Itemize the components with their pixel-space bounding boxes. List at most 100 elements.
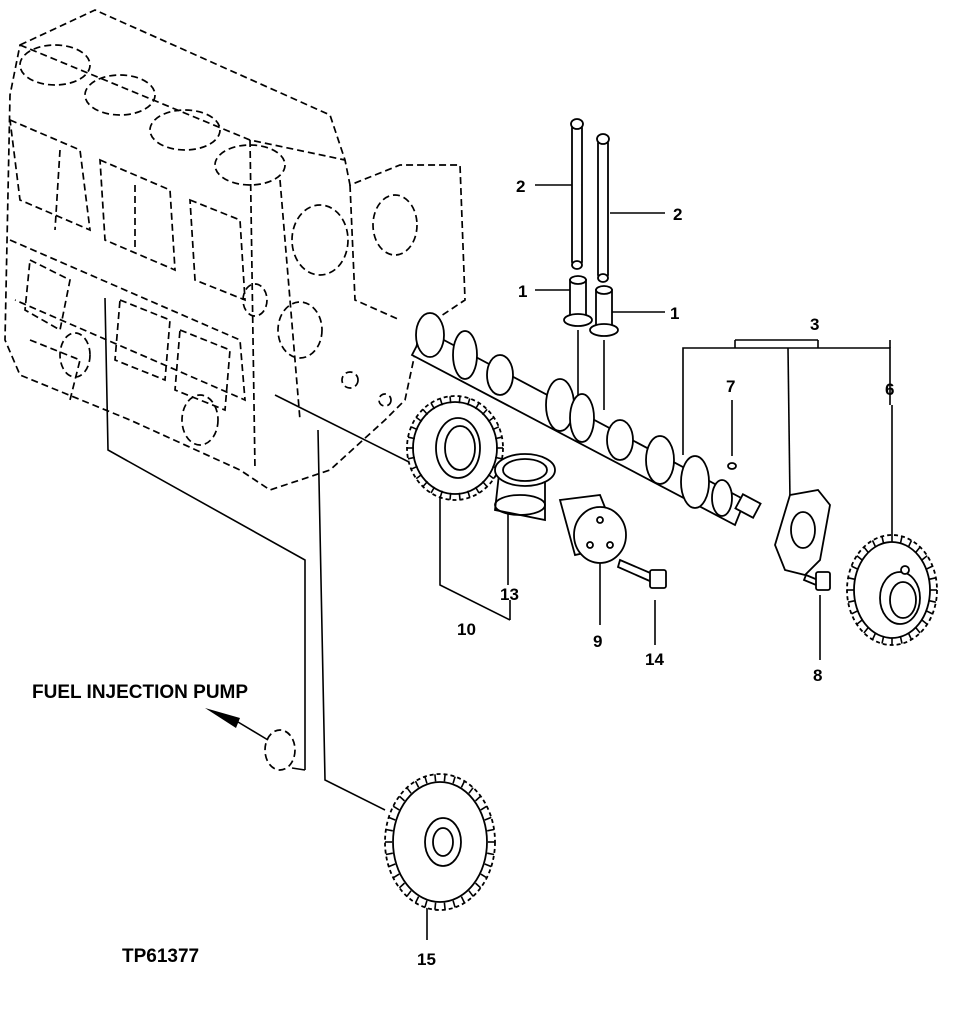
callout-14: 14: [645, 650, 664, 669]
gear-tooth: [474, 882, 482, 889]
gear-tooth: [484, 863, 492, 868]
callout-15: 15: [417, 950, 436, 969]
callout-2-right: 2: [673, 205, 682, 224]
idler-gear: [384, 773, 496, 911]
gear-tooth: [424, 900, 428, 908]
gear-tooth: [468, 890, 474, 897]
pointer-arrow-icon: [205, 708, 240, 728]
leader-lines: [104, 184, 893, 940]
gear-tooth: [915, 627, 921, 634]
gear-tooth: [452, 900, 456, 908]
cap-screw: [616, 558, 667, 589]
gear-tooth: [422, 408, 429, 416]
cam-follower-left: [563, 275, 593, 327]
gear-tooth: [494, 456, 503, 460]
gear-tooth: [392, 873, 400, 879]
gear-tooth: [481, 408, 488, 416]
camshaft-gear: [406, 395, 504, 501]
gear-tooth: [925, 610, 933, 615]
gear-tooth: [458, 492, 461, 500]
gear-tooth: [925, 565, 933, 570]
pump-mount-circle: [264, 729, 296, 771]
gasket: [774, 489, 831, 576]
gear-6: [846, 534, 938, 646]
gear-tooth: [487, 416, 495, 423]
gear-tooth: [430, 402, 436, 410]
gear-tooth: [871, 632, 877, 640]
gear-tooth: [439, 398, 444, 406]
gear-tooth: [928, 577, 937, 581]
gear-tooth: [899, 636, 903, 644]
gear-tooth: [481, 480, 488, 488]
gear-tooth: [466, 398, 471, 406]
gear-tooth: [474, 795, 482, 802]
callout-6: 6: [885, 380, 894, 399]
callout-13: 13: [500, 585, 519, 604]
gear-tooth: [388, 863, 396, 868]
camshaft: [410, 312, 762, 527]
gear-tooth: [385, 828, 393, 832]
gear-tooth: [484, 816, 492, 821]
cam-follower-right: [589, 285, 619, 337]
gear-tooth: [881, 536, 885, 544]
gear-tooth: [871, 540, 877, 548]
engine-block-outline: [4, 9, 466, 491]
gear-tooth: [434, 902, 437, 910]
callout-10: 10: [457, 620, 476, 639]
gear-tooth: [392, 805, 400, 811]
callout-7: 7: [726, 377, 735, 396]
gear-tooth: [410, 426, 418, 431]
gear-tooth: [856, 619, 863, 625]
gear-tooth: [434, 774, 437, 782]
gear-tooth: [385, 852, 393, 856]
gear-tooth: [907, 540, 913, 548]
gear-tooth: [460, 780, 466, 788]
callout-3: 3: [810, 315, 819, 334]
gear-tooth: [460, 896, 466, 904]
gear-tooth: [851, 610, 859, 615]
gear-tooth: [863, 546, 869, 553]
gear-tooth: [406, 787, 412, 794]
gear-tooth: [928, 599, 937, 603]
gear-tooth: [430, 486, 436, 494]
gear-tooth: [439, 490, 444, 498]
gear-tooth: [398, 882, 406, 889]
gear-tooth: [480, 805, 488, 811]
gear-tooth: [921, 555, 928, 561]
callout-1-right: 1: [670, 304, 679, 323]
gear-tooth: [406, 890, 412, 897]
gear-tooth: [487, 828, 495, 832]
gear-tooth: [915, 546, 921, 553]
callout-8: 8: [813, 666, 822, 685]
gear-tooth: [443, 774, 446, 782]
gear-tooth: [921, 619, 928, 625]
gear-tooth: [494, 436, 503, 440]
gear-tooth: [458, 396, 461, 404]
gear-tooth: [863, 627, 869, 634]
gear-tooth: [407, 436, 416, 440]
gear-tooth: [480, 873, 488, 879]
gear-tooth: [487, 852, 495, 856]
gear-tooth: [899, 536, 903, 544]
fuel-injection-pump-label: FUEL INJECTION PUMP: [32, 682, 248, 703]
gear-tooth: [414, 780, 420, 788]
gear-tooth: [492, 426, 500, 431]
gear-tooth: [487, 473, 495, 480]
gear-tooth: [468, 787, 474, 794]
gear-tooth: [424, 776, 428, 784]
gear-tooth: [907, 632, 913, 640]
gear-tooth: [449, 492, 452, 500]
gear-tooth: [847, 577, 856, 581]
gear-tooth: [452, 776, 456, 784]
gear-tooth: [466, 490, 471, 498]
gear-tooth: [851, 565, 859, 570]
figure-id: TP61377: [122, 946, 199, 967]
callout-2-left: 2: [516, 177, 525, 196]
gear-tooth: [474, 486, 480, 494]
thrust-plate: [558, 494, 627, 564]
gear-tooth: [474, 402, 480, 410]
gear-tooth: [414, 896, 420, 904]
gear-tooth: [443, 902, 446, 910]
